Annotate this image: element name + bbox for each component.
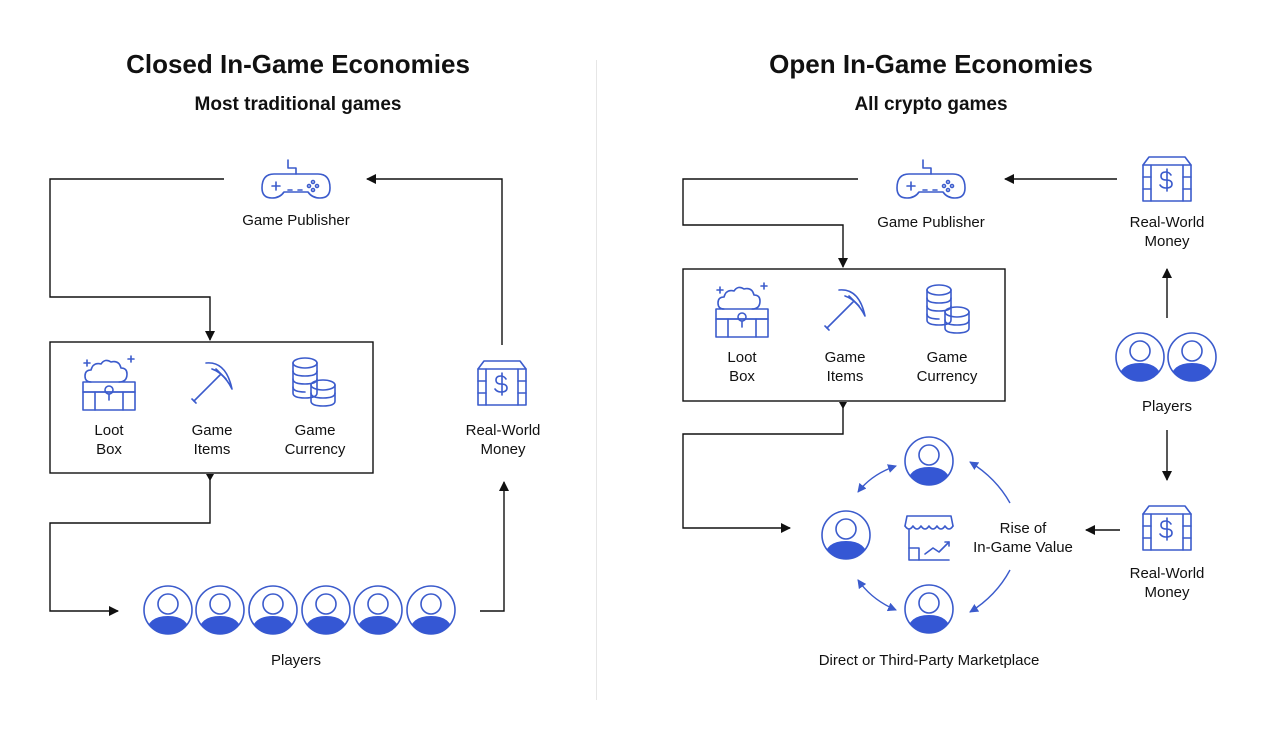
right-loot-box-icon: [715, 282, 769, 338]
player-avatar-icon: [249, 586, 297, 636]
left-title: Closed In-Game Economies: [126, 49, 470, 79]
left-coins-icon: [292, 357, 336, 407]
right-title: Open In-Game Economies: [769, 49, 1093, 79]
player-avatar-icon: [905, 437, 953, 487]
center-divider: [596, 60, 597, 700]
player-avatar-icon: [1168, 333, 1216, 383]
left-subtitle: Most traditional games: [194, 94, 402, 115]
left-players-label: Players: [270, 652, 322, 669]
player-avatar-icon: [302, 586, 350, 636]
player-avatar-icon: [144, 586, 192, 636]
right-subtitle: All crypto games: [854, 94, 1008, 115]
right-players-group: [1116, 333, 1216, 383]
right-gamepad-icon: [896, 159, 966, 199]
player-avatar-icon: [905, 585, 953, 635]
left-items-box: [49, 341, 374, 474]
player-avatar-icon: [1116, 333, 1164, 383]
left-money-icon: [477, 360, 527, 406]
player-avatar-icon: [196, 586, 244, 636]
left-connectors: [49, 174, 509, 616]
marketplace-label: Direct or Third-Party Marketplace: [818, 652, 1040, 669]
left-gamepad-icon: [261, 159, 331, 199]
right-items-box: [682, 268, 1006, 402]
left-pickaxe-icon: [191, 362, 233, 404]
player-avatar-icon: [354, 586, 402, 636]
right-pickaxe-icon: [824, 289, 866, 331]
right-money-bottom-icon: [1142, 505, 1192, 551]
player-avatar-icon: [407, 586, 455, 636]
left-players-group: [144, 586, 455, 636]
right-players-label: Players: [1141, 398, 1193, 415]
left-publisher-label: Game Publisher: [242, 212, 350, 229]
left-loot-box-icon: [82, 355, 136, 411]
market-stall-icon: [904, 515, 954, 561]
right-coins-icon: [926, 284, 970, 334]
marketplace-cycle: [822, 437, 1011, 635]
right-money-top-icon: [1142, 156, 1192, 202]
right-publisher-label: Game Publisher: [877, 214, 985, 231]
right-connectors: [682, 174, 1172, 535]
player-avatar-icon: [822, 511, 870, 561]
